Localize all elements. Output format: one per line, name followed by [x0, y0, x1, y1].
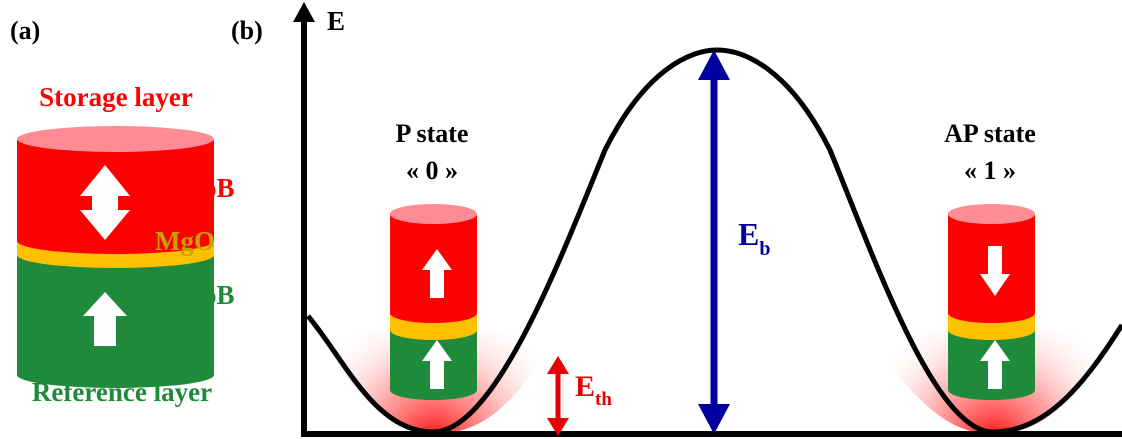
p-mgo-bottom: [390, 320, 477, 340]
p-state-value: « 0 »: [406, 156, 458, 185]
ap-reference-bottom: [948, 380, 1035, 400]
energy-axis-label: E: [327, 6, 345, 36]
energy-barrier-arrow: [698, 50, 730, 434]
layer-top-label: FeCoB: [155, 173, 234, 203]
panel-a-label: (a): [10, 16, 40, 45]
layer-bottom-label: FeCoB: [155, 280, 234, 310]
mtj-stack-a: [17, 126, 214, 388]
barrier-arrow-head-up: [698, 50, 730, 80]
double-arrow-icon: [80, 165, 130, 240]
p-reference-bottom: [390, 380, 477, 400]
p-reference-up-arrow-icon: [422, 340, 452, 389]
p-free-bottom: [390, 303, 477, 323]
p-free-up-arrow-icon: [422, 249, 452, 298]
barrier-label-sub: b: [759, 238, 770, 260]
ap-state-value: « 1 »: [964, 156, 1016, 185]
storage-layer-top: [17, 126, 214, 152]
storage-layer-bottom: [17, 228, 214, 254]
up-arrow-icon: [83, 292, 127, 346]
ap-state-name: AP state: [944, 119, 1036, 148]
ap-free-down-arrow-icon: [980, 246, 1010, 296]
p-state-stack: [390, 204, 477, 400]
p-free-top: [390, 204, 477, 224]
ap-free-top: [948, 204, 1035, 224]
thermal-label-sub: th: [595, 389, 612, 410]
ap-free-bottom: [948, 303, 1035, 323]
thermal-arrow-head-down: [547, 418, 569, 436]
energy-axis-arrowhead: [293, 2, 315, 22]
panel-b-label: (b): [231, 16, 263, 45]
thermal-label-main: E: [575, 370, 595, 403]
ap-reference-up-arrow-icon: [980, 340, 1010, 389]
ap-state-stack: [948, 204, 1035, 400]
layer-mid-label: MgO: [155, 226, 215, 256]
thermal-arrow-head-up: [547, 356, 569, 374]
barrier-arrow-head-down: [698, 404, 730, 434]
energy-curve: [306, 47, 1122, 435]
thermal-energy-arrow: [547, 356, 569, 436]
reference-layer-label: Reference layer: [32, 377, 212, 407]
thermal-label: Eth: [575, 370, 612, 410]
storage-layer-label: Storage layer: [39, 82, 193, 112]
barrier-label: Eb: [738, 216, 770, 260]
reference-layer-bottom: [17, 362, 214, 388]
barrier-label-main: E: [738, 216, 759, 252]
ap-mgo-bottom: [948, 320, 1035, 340]
p-state-name: P state: [396, 119, 469, 148]
